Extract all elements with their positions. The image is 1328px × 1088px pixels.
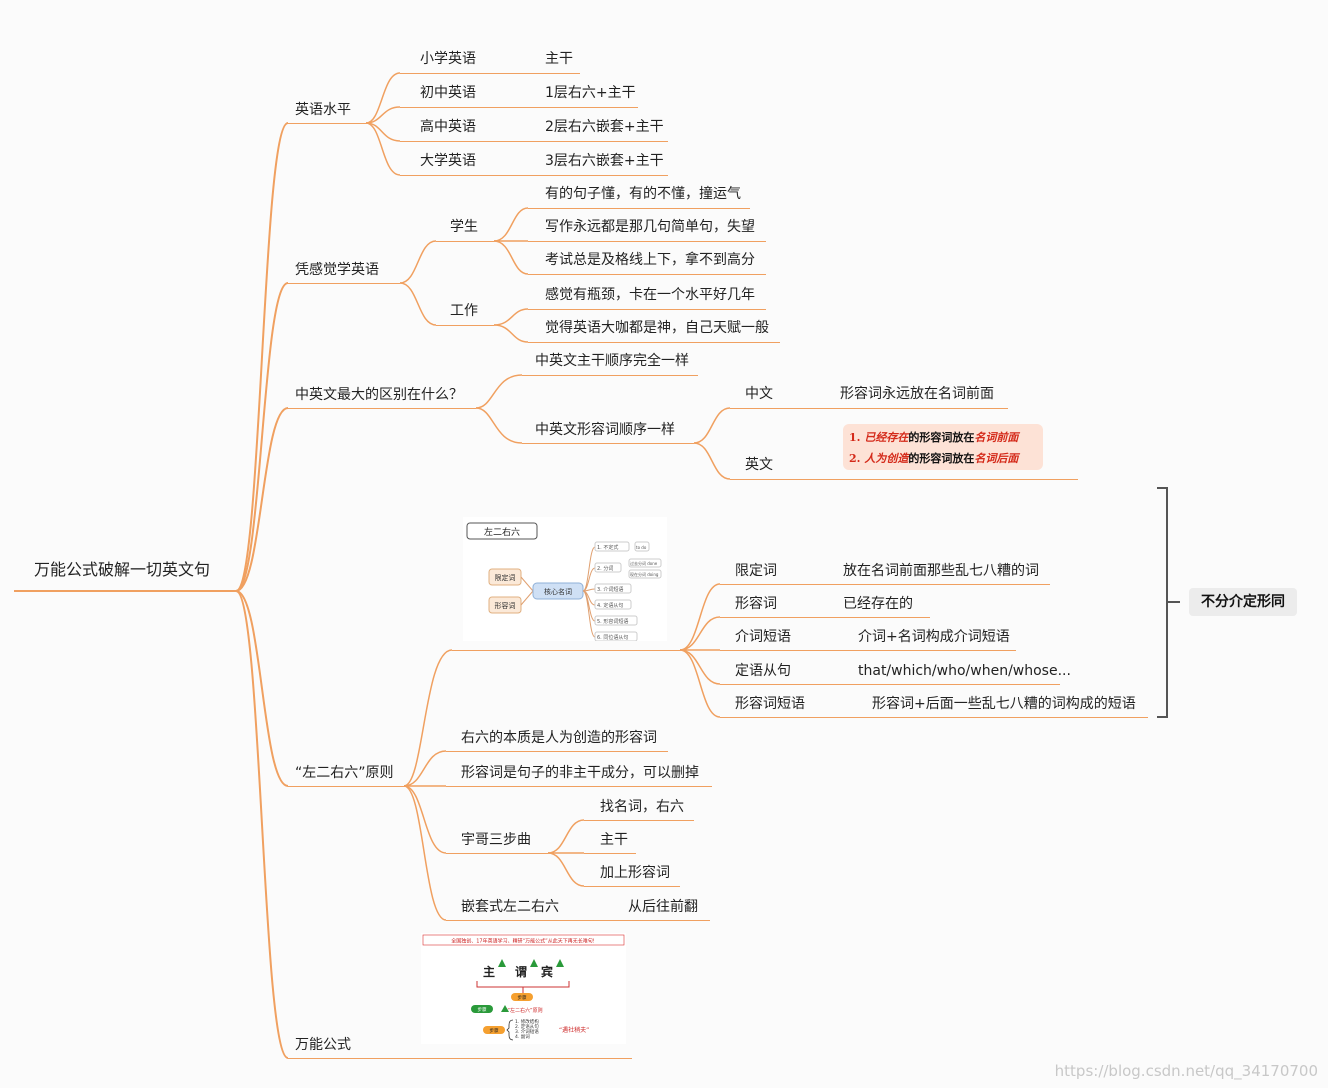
topic-biggest-difference[interactable]: 中英文最大的区别在什么？ [295,387,463,403]
level-label[interactable]: 初中英语 [420,85,476,101]
connector-root-diff [235,407,289,592]
type-value[interactable]: 放在名词前面那些乱七八糟的词 [843,563,1039,579]
type-value[interactable]: 形容词+后面一些乱七八糟的词构成的短语 [872,696,1136,712]
student-item[interactable]: 有的句子懂，有的不懂，撞运气 [545,186,741,202]
thumb-sub: 现在分词 doing [630,571,659,577]
connector-root-formula [235,590,289,1059]
topic-three-steps[interactable]: 宇哥三步曲 [461,832,531,848]
formula-verb: 谓 [515,964,527,979]
step-item[interactable]: 主干 [600,832,628,848]
step-item[interactable]: 加上形容词 [600,865,670,881]
topic-adjective-order[interactable]: 中英文形容词顺序一样 [535,422,675,438]
thumb-right: 4. 定语从句 [597,602,623,609]
formula-badge: 步骤 [518,994,527,1001]
thumb-right: 6. 同位语从句 [597,634,628,641]
level-value[interactable]: 3层右六嵌套+主干 [545,153,664,169]
thumb-right: 1. 不定式 [597,544,618,551]
topic-learn-by-feeling[interactable]: 凭感觉学英语 [295,262,379,278]
thumb-center: 核心名词 [544,587,572,596]
summary-bracket [1157,487,1180,718]
connector-root-level [235,122,289,592]
level-label[interactable]: 小学英语 [420,51,476,67]
english-rule-note: 1. 已经存在的形容词放在名词前面 2. 人为创造的形容词放在名词后面 [843,424,1043,470]
chinese-rule[interactable]: 形容词永远放在名词前面 [840,386,994,402]
formula-diagram: 全国独创、17年英语学习、精研“万能公式”从此天下再无长难句! 主 谓 宾 步骤… [422,934,625,1041]
topic-universal-formula[interactable]: 万能公式 [295,1037,351,1053]
type-label[interactable]: 定语从句 [735,663,791,679]
thumb-sub: 过去分词 done [630,560,658,566]
topic-essence[interactable]: 右六的本质是人为创造的形容词 [461,730,657,746]
topic-chinese[interactable]: 中文 [745,386,773,402]
type-value[interactable]: 已经存在的 [843,596,913,612]
topic-english[interactable]: 英文 [745,457,773,473]
note-line: 1. 已经存在的形容词放在名词前面 [849,431,1019,444]
topic-left2right6-rule[interactable]: “左二右六”原则 [295,765,394,781]
formula-subject: 主 [483,964,495,979]
step-item[interactable]: 找名词，右六 [600,799,684,815]
topic-same-order[interactable]: 中英文主干顺序完全一样 [535,353,689,369]
watermark: https://blog.csdn.net/qq_34170700 [1054,1062,1318,1080]
level-value[interactable]: 2层右六嵌套+主干 [545,119,664,135]
level-value[interactable]: 1层右六+主干 [545,85,636,101]
formula-list-item: 1. 修改结构 [515,1018,539,1025]
thumb-sub: to do [636,545,647,550]
formula-slogan: “遇社稍夫” [559,1026,589,1034]
note-line: 2. 人为创造的形容词放在名词后面 [849,452,1019,465]
level-label[interactable]: 大学英语 [420,153,476,169]
thumb-title: 左二右六 [484,526,520,538]
nested-value[interactable]: 从后往前翻 [628,899,698,915]
topic-removable[interactable]: 形容词是句子的非主干成分，可以删掉 [461,765,699,781]
type-label[interactable]: 介词短语 [735,629,791,645]
topic-nested[interactable]: 嵌套式左二右六 [461,899,559,915]
thumb-right: 2. 分词 [597,565,613,572]
work-item[interactable]: 感觉有瓶颈，卡在一个水平好几年 [545,287,755,303]
formula-object: 宾 [541,964,553,979]
thumb-right: 3. 介词短语 [597,586,623,593]
connector-root-feeling [235,282,289,592]
level-value[interactable]: 主干 [545,51,573,67]
left2right6-diagram: 左二右六 限定词 形容词 核心名词 1. 不定式 2. 分词 3. 介词短语 4… [466,522,662,642]
topic-english-level[interactable]: 英语水平 [295,102,351,118]
type-label[interactable]: 限定词 [735,563,777,579]
topic-student[interactable]: 学生 [450,219,478,235]
formula-list-item: 2. 定语从句 [515,1023,539,1030]
work-item[interactable]: 觉得英语大咖都是神，自己天赋一般 [545,320,769,336]
student-item[interactable]: 考试总是及格线上下，拿不到高分 [545,252,755,268]
formula-image: 全国独创、17年英语学习、精研“万能公式”从此天下再无长难句! 主 谓 宾 步骤… [421,933,626,1044]
type-label[interactable]: 形容词短语 [735,696,805,712]
root-topic[interactable]: 万能公式破解一切英文句 [34,560,211,579]
formula-header: 全国独创、17年英语学习、精研“万能公式”从此天下再无长难句! [451,938,595,945]
summary-label[interactable]: 不分介定形同 [1189,588,1297,616]
type-value[interactable]: 介词+名词构成介词短语 [858,629,1010,645]
formula-list-item: 4. 副词 [515,1033,530,1040]
thumb-left: 限定词 [495,573,516,582]
thumb-left: 形容词 [495,601,516,610]
thumb-right: 5. 形容词短语 [597,618,628,625]
type-label[interactable]: 形容词 [735,596,777,612]
formula-list-item: 3. 介词短语 [515,1028,539,1035]
type-value[interactable]: that/which/who/when/whose... [858,663,1071,679]
topic-work[interactable]: 工作 [450,303,478,319]
formula-badge: 步骤 [478,1006,487,1013]
student-item[interactable]: 写作永远都是那几句简单句，失望 [545,219,755,235]
connector-root-rule [235,590,289,787]
formula-rule: “左二右六”原则 [507,1007,542,1014]
left2right6-image: 左二右六 限定词 形容词 核心名词 1. 不定式 2. 分词 3. 介词短语 4… [463,517,667,642]
formula-badge: 步骤 [490,1027,499,1034]
level-label[interactable]: 高中英语 [420,119,476,135]
